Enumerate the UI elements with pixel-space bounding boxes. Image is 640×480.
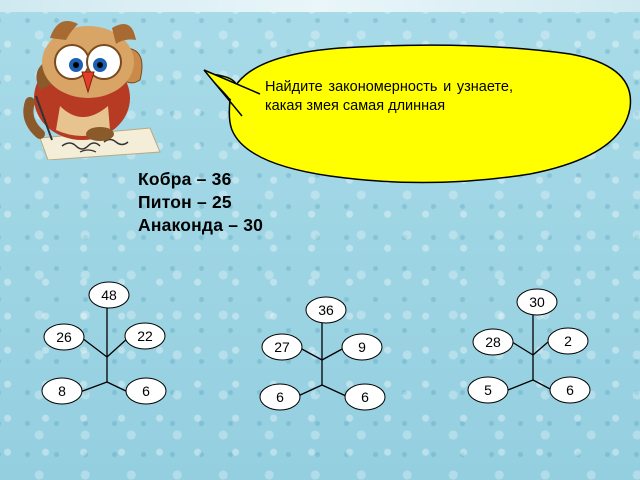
svg-text:9: 9 bbox=[358, 339, 366, 355]
snake-cobra: Кобра – 36 bbox=[138, 169, 232, 189]
tree-node-bottom-left: 5 bbox=[467, 376, 509, 404]
tree-node-mid-left: 27 bbox=[261, 333, 303, 361]
tree-node-bottom-right: 6 bbox=[549, 376, 591, 404]
owl-icon bbox=[23, 21, 161, 160]
svg-text:2: 2 bbox=[564, 333, 572, 349]
tree-node-top: 30 bbox=[516, 288, 558, 316]
speech-bubble-icon bbox=[203, 44, 632, 184]
svg-text:36: 36 bbox=[318, 302, 334, 318]
svg-text:30: 30 bbox=[529, 294, 545, 310]
tree-node-top: 36 bbox=[305, 296, 347, 324]
top-band bbox=[0, 0, 640, 12]
tree-node-bottom-right: 6 bbox=[344, 383, 386, 411]
bubble-text: Найдите закономерность и узнаете, какая … bbox=[265, 79, 513, 114]
tree-node-mid-right: 9 bbox=[341, 333, 383, 361]
svg-text:22: 22 bbox=[137, 328, 153, 344]
svg-text:28: 28 bbox=[485, 334, 501, 350]
svg-text:6: 6 bbox=[361, 389, 369, 405]
svg-text:6: 6 bbox=[566, 382, 574, 398]
tree-cobra: 48 26 22 8 6 bbox=[41, 281, 167, 405]
svg-text:6: 6 bbox=[276, 389, 284, 405]
tree-node-bottom-left: 8 bbox=[41, 377, 83, 405]
tree-node-bottom-left: 6 bbox=[259, 383, 301, 411]
tree-anaconda: 30 28 2 5 6 bbox=[467, 288, 591, 404]
tree-node-mid-left: 26 bbox=[43, 323, 85, 351]
svg-text:48: 48 bbox=[101, 287, 117, 303]
tree-node-mid-right: 22 bbox=[124, 322, 166, 350]
snake-anaconda: Анаконда – 30 bbox=[138, 215, 264, 235]
svg-text:8: 8 bbox=[58, 383, 66, 399]
tree-node-top: 48 bbox=[88, 281, 130, 309]
svg-text:26: 26 bbox=[56, 329, 72, 345]
svg-text:27: 27 bbox=[274, 339, 290, 355]
tree-node-mid-left: 28 bbox=[472, 328, 514, 356]
snake-list: Кобра – 36 Питон – 25 Анаконда – 30 bbox=[138, 168, 263, 237]
tree-node-mid-right: 2 bbox=[547, 327, 589, 355]
svg-text:5: 5 bbox=[484, 382, 492, 398]
svg-text:6: 6 bbox=[142, 383, 150, 399]
snake-python: Питон – 25 bbox=[138, 192, 232, 212]
tree-python: 36 27 9 6 6 bbox=[259, 296, 386, 411]
tree-node-bottom-right: 6 bbox=[125, 377, 167, 405]
